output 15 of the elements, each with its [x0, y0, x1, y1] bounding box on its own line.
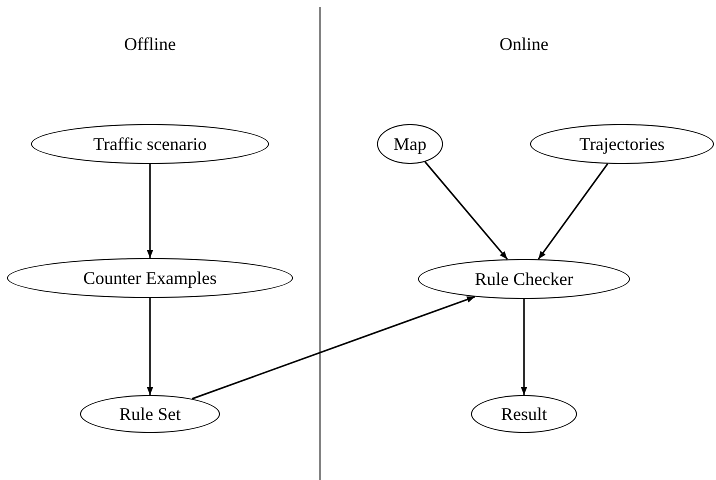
section-heading: Online [500, 35, 548, 53]
arrow [192, 296, 476, 400]
node-label: Rule Set [119, 402, 181, 426]
section-heading: Offline [124, 35, 176, 53]
node-label: Result [500, 402, 547, 426]
node-label: Counter Examples [83, 266, 217, 290]
arrow [146, 164, 154, 258]
node-label: Map [394, 132, 426, 156]
node-label: Rule Checker [474, 268, 574, 290]
node-label: Traffic scenario [93, 132, 207, 156]
arrow [146, 298, 154, 395]
node-label: Trajectories [579, 132, 665, 156]
arrow [520, 299, 528, 395]
arrow [424, 161, 508, 260]
arrow [538, 163, 608, 260]
